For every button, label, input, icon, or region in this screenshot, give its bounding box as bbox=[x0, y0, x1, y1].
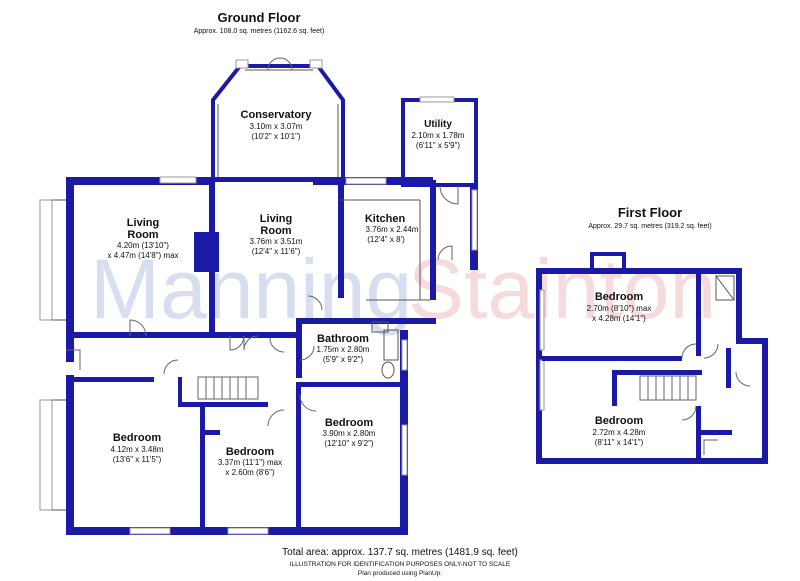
bedroom-1-name: Bedroom bbox=[113, 432, 162, 444]
living-room-1-imperial: x 4.47m (14'8") max bbox=[107, 251, 178, 260]
kitchen-metric: 3.76m x 2.44m bbox=[366, 225, 419, 234]
living-room-1-name-1: Living bbox=[127, 217, 159, 229]
bedroom-3-metric: 3.90m x 2.80m bbox=[323, 429, 376, 438]
bedroom-4-name: Bedroom bbox=[595, 291, 644, 303]
ground-floor-title: Ground Floor bbox=[217, 10, 300, 25]
bedroom-1-metric: 4.12m x 3.48m bbox=[111, 445, 164, 454]
first-floor-title: First Floor bbox=[618, 205, 682, 220]
bedroom-5-name: Bedroom bbox=[595, 415, 644, 427]
disclaimer: ILLUSTRATION FOR IDENTIFICATION PURPOSES… bbox=[290, 561, 511, 568]
bedroom-5-imperial: (8'11" x 14'1") bbox=[595, 438, 644, 447]
ground-floor-area: Approx. 108.0 sq. metres (1162.6 sq. fee… bbox=[194, 28, 325, 35]
produced-by: Plan produced using PlanUp. bbox=[358, 570, 442, 577]
living-room-2-metric: 3.76m x 3.51m bbox=[250, 237, 303, 246]
bedroom-3-name: Bedroom bbox=[325, 417, 374, 429]
bedroom-2-metric: 3.37m (11'1") max bbox=[218, 458, 282, 467]
living-room-1-metric: 4.20m (13'10") bbox=[117, 241, 169, 250]
conservatory-metric: 3.10m x 3.07m bbox=[250, 122, 303, 131]
bathroom-imperial: (5'9" x 9'2") bbox=[323, 355, 364, 364]
utility-metric: 2.10m x 1.78m bbox=[412, 131, 465, 140]
conservatory-name: Conservatory bbox=[241, 109, 313, 121]
first-floor-plan bbox=[536, 252, 768, 464]
first-floor-area: Approx. 29.7 sq. metres (319.2 sq. feet) bbox=[588, 223, 711, 230]
utility-imperial: (6'11" x 5'9") bbox=[416, 141, 460, 150]
total-area: Total area: approx. 137.7 sq. metres (14… bbox=[282, 547, 518, 558]
utility-name: Utility bbox=[424, 119, 452, 130]
conservatory-imperial: (10'2" x 10'1") bbox=[251, 132, 301, 141]
bedroom-4-metric: 2.70m (8'10") max bbox=[587, 304, 652, 313]
living-room-2-name-2: Room bbox=[260, 225, 291, 237]
living-room-2-name-1: Living bbox=[260, 213, 292, 225]
first-stairs bbox=[639, 375, 697, 401]
bathroom-metric: 1.75m x 2.80m bbox=[317, 345, 370, 354]
bedroom-1-imperial: (13'6" x 11'5") bbox=[113, 455, 162, 464]
bedroom-2-imperial: x 2.60m (8'6") bbox=[225, 468, 275, 477]
kitchen-imperial: (12'4" x 8') bbox=[367, 235, 405, 244]
ground-stairs bbox=[197, 376, 259, 400]
living-room-2-imperial: (12'4" x 11'6") bbox=[252, 247, 301, 256]
watermark-red: Stainton bbox=[408, 242, 716, 336]
bedroom-2-name: Bedroom bbox=[226, 446, 275, 458]
living-room-1-name-2: Room bbox=[127, 229, 158, 241]
ground-floor-plan bbox=[39, 57, 478, 535]
bedroom-3-imperial: (12'10" x 9'2") bbox=[324, 439, 374, 448]
bathroom-name: Bathroom bbox=[317, 333, 369, 345]
kitchen-name: Kitchen bbox=[365, 213, 406, 225]
conservatory-outline bbox=[211, 64, 345, 180]
bedroom-4-imperial: x 4.28m (14'1") bbox=[592, 314, 646, 323]
bedroom-5-metric: 2.72m x 4.28m bbox=[593, 428, 646, 437]
